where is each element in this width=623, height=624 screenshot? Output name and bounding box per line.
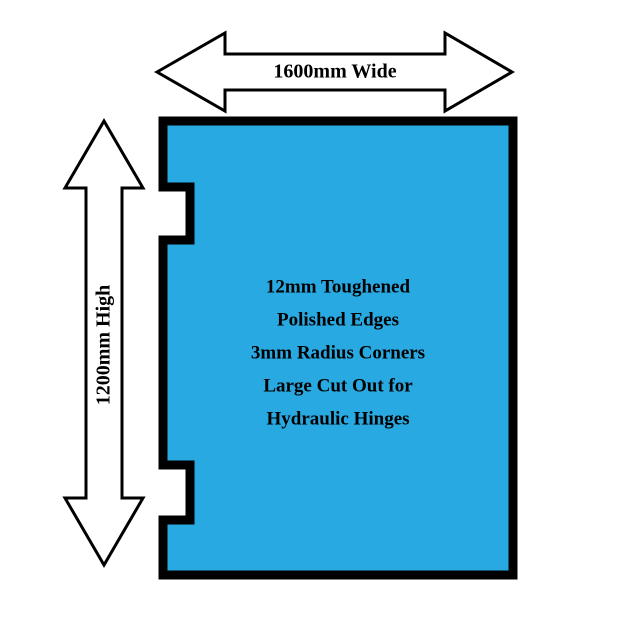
panel-spec-text: 12mm Toughened Polished Edges 3mm Radius… [251, 271, 425, 436]
panel-spec-line: Hydraulic Hinges [266, 408, 410, 430]
width-dimension-label: 1600mm Wide [273, 60, 397, 83]
width-arrow [153, 30, 515, 114]
panel-spec-line: Large Cut Out for [263, 375, 413, 397]
height-arrow [62, 118, 146, 568]
height-dimension-label: 1200mm High [92, 284, 115, 406]
panel-spec-line: 12mm Toughened [265, 276, 411, 298]
glass-panel-shape [158, 116, 518, 580]
panel-spec-line: 3mm Radius Corners [250, 342, 426, 364]
panel-spec-line: Polished Edges [277, 309, 399, 331]
